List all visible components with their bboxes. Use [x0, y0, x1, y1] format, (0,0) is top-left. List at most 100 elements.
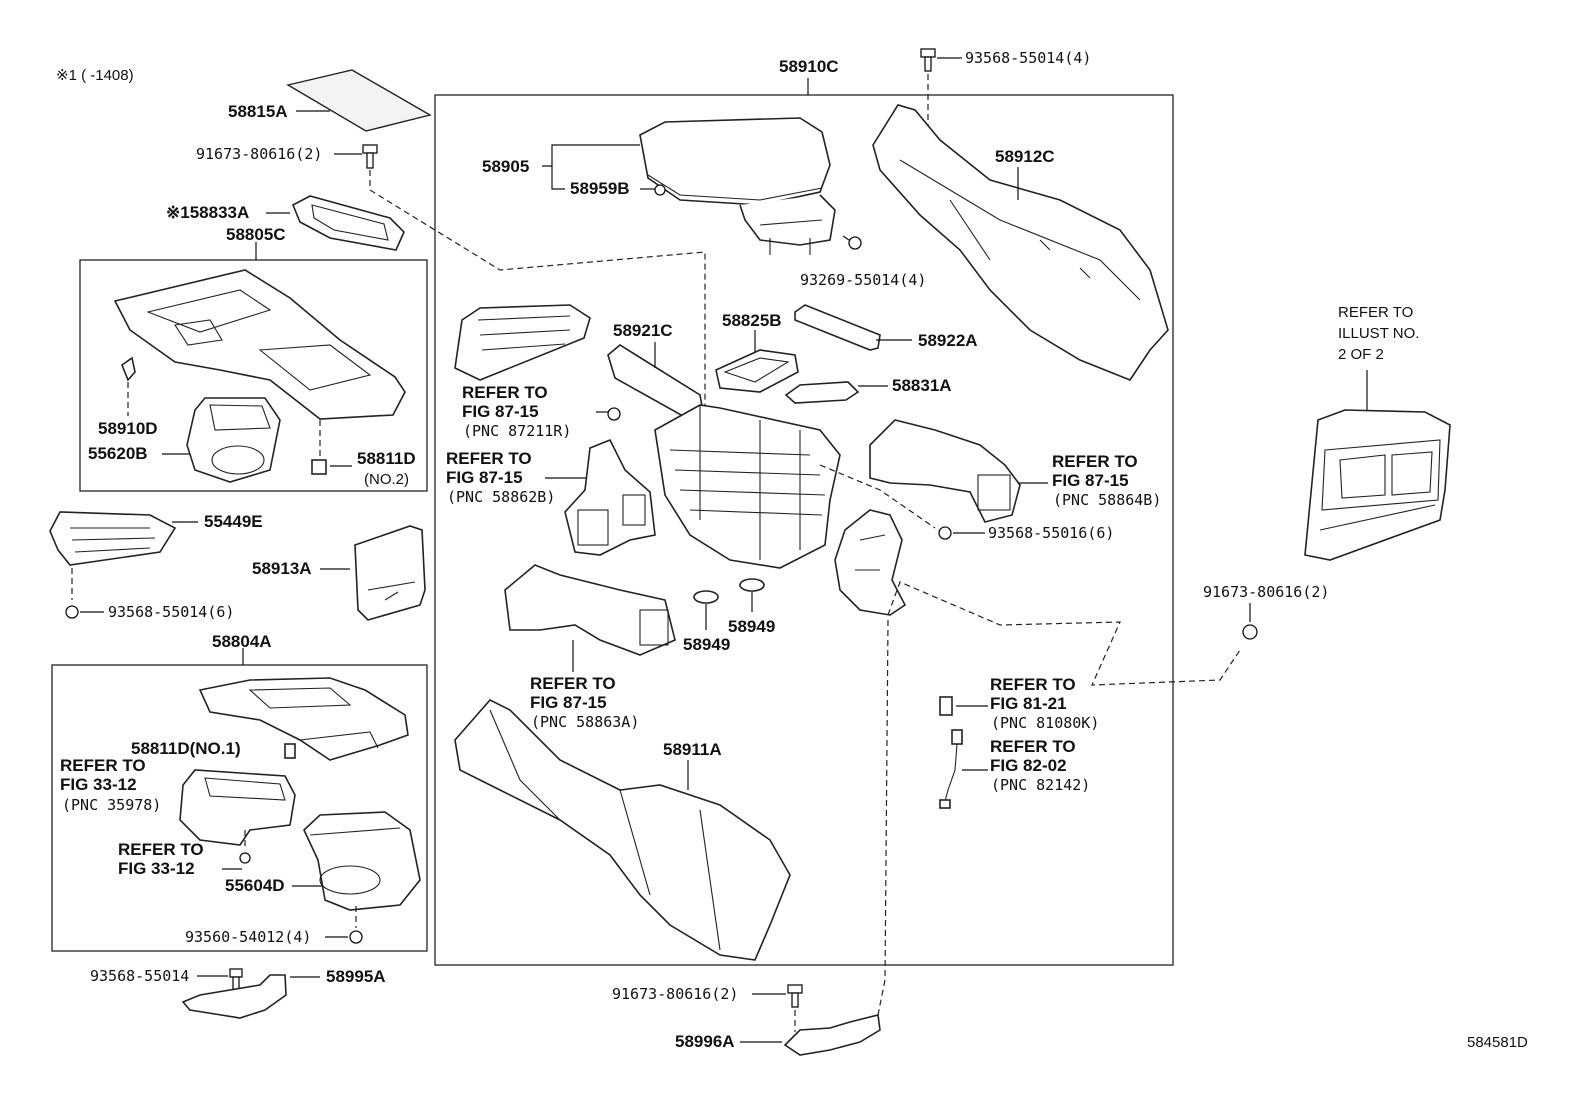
part-58912C-side-panel: 58912C: [872, 104, 1169, 381]
ref-illust-no-2-of-2: REFER TO ILLUST NO. 2 OF 2: [1338, 304, 1419, 412]
svg-text:93560-54012(4): 93560-54012(4): [185, 928, 311, 946]
svg-text:93568-55014(4): 93568-55014(4): [965, 49, 1091, 67]
part-58913A: 58913A: [252, 525, 426, 621]
svg-text:58831A: 58831A: [892, 376, 952, 395]
svg-text:REFER TO: REFER TO: [990, 675, 1076, 694]
svg-text:58911A: 58911A: [663, 740, 722, 759]
svg-text:(PNC 82142): (PNC 82142): [991, 776, 1090, 794]
svg-text:ILLUST NO.: ILLUST NO.: [1338, 325, 1419, 342]
console-assembly-frame: [434, 94, 1174, 966]
svg-text:58995A: 58995A: [326, 967, 386, 986]
svg-text:FIG 87-15: FIG 87-15: [446, 468, 523, 487]
part-58811D-no2: 58811D (NO.2): [311, 420, 416, 488]
part-58831A: 58831A: [784, 376, 952, 404]
part-93568-55014-6: 93568-55014(6): [65, 603, 234, 621]
upper-panel-group-frame: [79, 259, 428, 492]
svg-text:REFER TO: REFER TO: [60, 756, 146, 775]
svg-text:FIG 87-15: FIG 87-15: [462, 402, 539, 421]
part-91673-80616-bottom: 91673-80616(2): [612, 984, 803, 1032]
svg-text:FIG 87-15: FIG 87-15: [530, 693, 607, 712]
part-91673-80616-right: 91673-80616(2): [1203, 583, 1329, 640]
part-58815A: 58815A: [228, 69, 432, 132]
center-bracket-drawing: [834, 509, 907, 616]
part-55620B: 55620B: [88, 397, 281, 483]
part-cupholder-drawing: [179, 769, 421, 911]
svg-text:REFER TO: REFER TO: [1052, 452, 1138, 471]
svg-text:REFER TO: REFER TO: [530, 674, 616, 693]
svg-text:(PNC 81080K): (PNC 81080K): [991, 714, 1099, 732]
svg-text:55620B: 55620B: [88, 444, 148, 463]
svg-text:93568-55014(6): 93568-55014(6): [108, 603, 234, 621]
svg-text:(PNC 58863A): (PNC 58863A): [531, 713, 639, 731]
part-58825B-tray: 58825B: [715, 311, 799, 393]
part-58996A: 58996A: [675, 1014, 881, 1056]
note-label: ※1 ( -1408): [56, 67, 134, 84]
svg-text:58825B: 58825B: [722, 311, 782, 330]
svg-text:58912C: 58912C: [995, 147, 1055, 166]
svg-text:FIG 33-12: FIG 33-12: [118, 859, 195, 878]
svg-text:REFER TO: REFER TO: [462, 383, 548, 402]
part-58921C: 58921C: [454, 304, 704, 421]
part-58811D-no1: 58811D(NO.1): [131, 739, 296, 759]
svg-text:55449E: 55449E: [204, 512, 263, 531]
part-93568-55016-6: 93568-55016(6): [938, 524, 1114, 542]
svg-text:FIG 33-12: FIG 33-12: [60, 775, 137, 794]
svg-text:58811D(NO.1): 58811D(NO.1): [131, 739, 241, 758]
part-91673-80616-top: 91673-80616(2): [196, 144, 378, 169]
part-58959B: 58959B: [570, 179, 666, 198]
svg-text:58921C: 58921C: [613, 321, 673, 340]
upper-console-panel-drawing: [113, 269, 406, 420]
svg-text:FIG 87-15: FIG 87-15: [1052, 471, 1129, 490]
svg-text:58959B: 58959B: [570, 179, 630, 198]
part-93568-55014-4: 93568-55014(4): [920, 48, 1091, 188]
svg-text:58910D: 58910D: [98, 419, 158, 438]
svg-text:93568-55016(6): 93568-55016(6): [988, 524, 1114, 542]
svg-text:(PNC 87211R): (PNC 87211R): [463, 422, 571, 440]
svg-text:(NO.2): (NO.2): [364, 471, 409, 488]
ref-fig-81-21-pnc-81080K: REFER TO FIG 81-21 (PNC 81080K): [939, 675, 1099, 732]
svg-text:58811D: 58811D: [357, 449, 416, 468]
ref-fig-82-02-pnc-82142: REFER TO FIG 82-02 (PNC 82142): [939, 729, 1090, 809]
svg-text:REFER TO: REFER TO: [118, 840, 204, 859]
part-58949-b: 58949: [728, 578, 775, 636]
part-93269-55014-4: 93269-55014(4): [800, 235, 926, 289]
part-58905-armrest: 58905: [482, 117, 836, 255]
ref-fig-87-15-pnc-87211R: REFER TO FIG 87-15 (PNC 87211R): [462, 383, 621, 440]
svg-text:※158833A: ※158833A: [166, 203, 249, 222]
svg-text:FIG 82-02: FIG 82-02: [990, 756, 1067, 775]
ref-fig-87-15-pnc-58864B: REFER TO FIG 87-15 (PNC 58864B): [869, 419, 1161, 523]
part-58922A: 58922A: [794, 304, 978, 351]
svg-text:58922A: 58922A: [918, 331, 978, 350]
svg-text:(PNC 58864B): (PNC 58864B): [1053, 491, 1161, 509]
svg-text:58913A: 58913A: [252, 559, 312, 578]
part-58805C-label: 58805C: [226, 225, 286, 244]
svg-text:91673-80616(2): 91673-80616(2): [196, 145, 322, 163]
part-58804A-label: 58804A: [212, 632, 272, 651]
svg-text:58996A: 58996A: [675, 1032, 735, 1051]
svg-text:58949: 58949: [728, 617, 775, 636]
ref-fig-33-12: REFER TO FIG 33-12: [118, 830, 251, 878]
part-58833A: ※158833A: [166, 195, 405, 251]
center-console-body-drawing: [654, 404, 841, 569]
lower-panel-group-frame: [51, 664, 428, 952]
part-55449E: 55449E: [49, 511, 263, 600]
svg-text:REFER TO: REFER TO: [990, 737, 1076, 756]
part-93560-54012-4: 93560-54012(4): [185, 906, 363, 946]
part-58949-a: 58949: [683, 590, 730, 654]
part-58995A: 58995A: [181, 967, 386, 1019]
svg-text:93568-55014: 93568-55014: [90, 967, 189, 985]
svg-text:REFER TO: REFER TO: [1338, 304, 1413, 321]
rear-vent-panel-drawing: [1304, 409, 1451, 561]
part-58910D: 58910D: [98, 356, 158, 438]
ref-fig-87-15-pnc-58863A: REFER TO FIG 87-15 (PNC 58863A): [504, 564, 676, 731]
drawing-code: 584581D: [1467, 1034, 1528, 1051]
svg-text:58949: 58949: [683, 635, 730, 654]
svg-text:93269-55014(4): 93269-55014(4): [800, 271, 926, 289]
part-58911A-side-panel: 58911A: [454, 699, 791, 961]
svg-text:FIG 81-21: FIG 81-21: [990, 694, 1067, 713]
svg-text:(PNC 58862B): (PNC 58862B): [447, 488, 555, 506]
svg-text:91673-80616(2): 91673-80616(2): [1203, 583, 1329, 601]
svg-text:58905: 58905: [482, 157, 529, 176]
svg-text:58815A: 58815A: [228, 102, 288, 121]
